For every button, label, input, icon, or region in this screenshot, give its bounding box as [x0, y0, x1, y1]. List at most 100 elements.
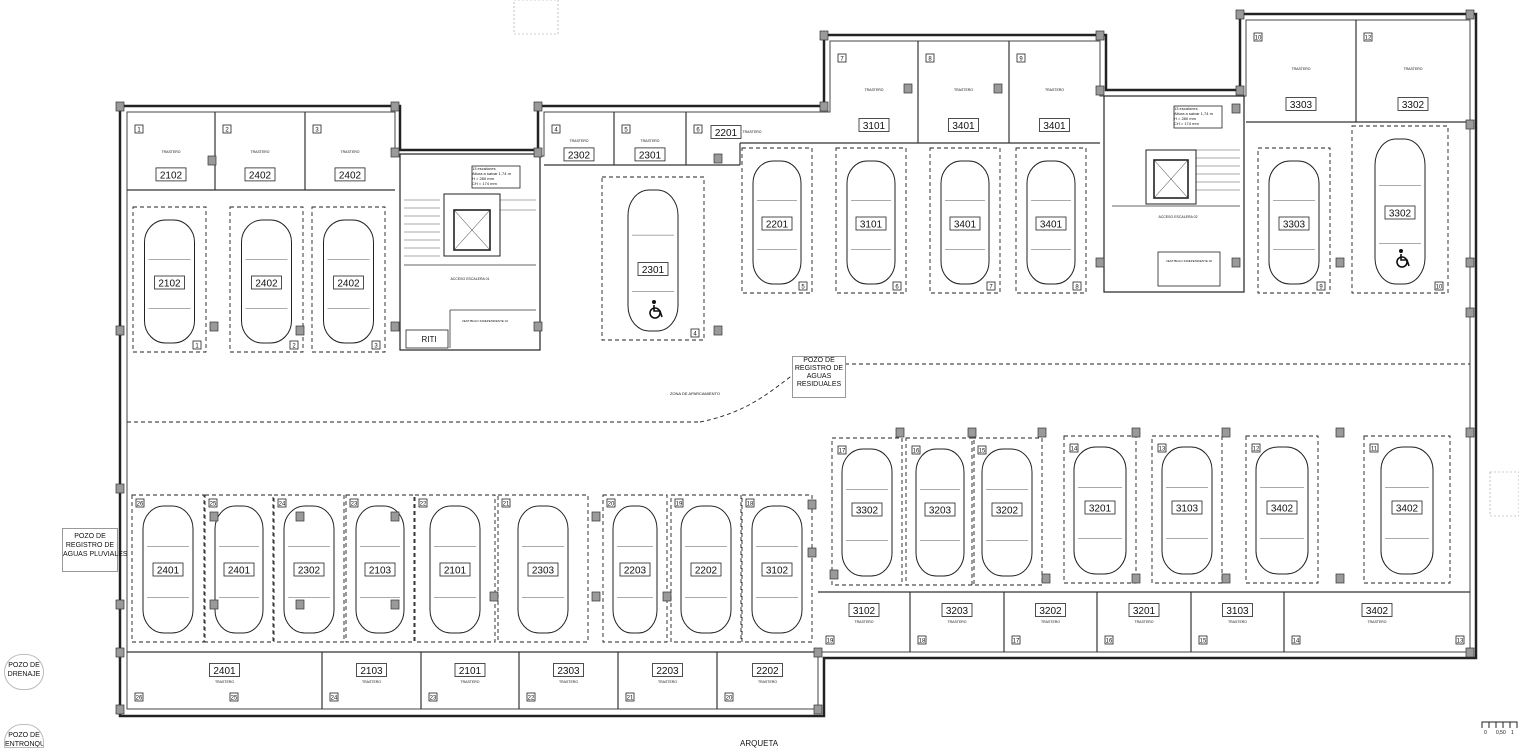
column-59 [813, 704, 823, 715]
column-18 [1095, 257, 1105, 268]
space-bottom-19-bay [670, 494, 742, 643]
column-28 [1465, 119, 1475, 130]
space-top-3-bay [311, 206, 386, 353]
space-bottom-24-code: 2302 [298, 566, 321, 577]
storage-bottom-17-code: 3202 [1039, 606, 1062, 617]
pozo-entronque-label: POZO DE ENTRONQUE [4, 724, 44, 748]
storage-top-12-num-box [1363, 32, 1373, 42]
storage-bottom-14-code: 3402 [1366, 606, 1389, 617]
space-bottom-19-num: 19 [676, 502, 683, 508]
column-17 [1231, 103, 1241, 114]
storage-bottom-26-box [209, 663, 240, 677]
column-25 [713, 325, 723, 336]
storage-bottom-16-num: 16 [1106, 639, 1113, 645]
column-14 [713, 153, 723, 164]
storage-bottom-14-tag: TRASTERO [1367, 620, 1386, 624]
storage-bottom-14-num: 14 [1293, 639, 1300, 645]
storage-bottom-23-code: 2101 [459, 666, 482, 677]
space-bottom-25-box [223, 562, 255, 577]
storage-bottom-21-tag: TRASTERO [658, 680, 677, 684]
column-4 [819, 101, 829, 112]
column-47 [1221, 427, 1231, 438]
arqueta-label: ARQUETA [740, 739, 779, 748]
column-36 [390, 599, 400, 610]
space-bottom-12-num: 12 [1253, 447, 1260, 453]
space-top-3-num: 3 [374, 344, 378, 350]
space-top-9-box [1278, 216, 1310, 231]
space-top-3-code: 2402 [337, 279, 360, 290]
storage-bottom-21-num-box [625, 692, 635, 702]
storage-bottom-18-tag: TRASTERO [947, 620, 966, 624]
space-top-1-num: 1 [195, 344, 199, 350]
space-bottom-18-box [761, 562, 793, 577]
column-43 [895, 427, 905, 438]
space-top-2-num: 2 [292, 344, 296, 350]
storage-top-4-box [563, 147, 595, 162]
space-top-8-bay [1015, 147, 1087, 294]
space-top-10-code: 3302 [1389, 209, 1412, 220]
storage-bottom-14-num-box [1291, 635, 1301, 645]
space-top-4-bay [601, 176, 705, 341]
space-bottom-24-num: 24 [279, 502, 286, 508]
space-bottom-26-box [152, 562, 184, 577]
space-bottom-22-bay [414, 494, 496, 643]
column-24 [533, 321, 543, 332]
stair-right-vestibule-label: VESTIBULO INDEPENDIENTE 02 [1166, 259, 1213, 263]
storage-top-12-num: 12 [1365, 36, 1372, 42]
storage-top-1-box [155, 167, 187, 182]
space-bottom-22-code: 2101 [444, 566, 467, 577]
storage-bottom-15-box [1222, 603, 1253, 617]
parking-zone-label: ZONA DE APARCAMIENTO [670, 391, 720, 396]
storage-top-6-tag: TRASTERO [742, 130, 761, 134]
space-bottom-15-num: 15 [979, 449, 986, 455]
storage-top-3-tag: TRASTERO [340, 150, 359, 154]
column-60 [1465, 647, 1475, 658]
storage-bottom-26-second-num-box [229, 692, 239, 702]
storage-bottom-24-num: 24 [331, 696, 338, 702]
storage-top-10-box [1285, 97, 1317, 111]
space-bottom-20-bay [602, 494, 668, 643]
storage-top-5-num: 5 [624, 128, 628, 134]
storage-bottom-15-tag: TRASTERO [1228, 620, 1247, 624]
space-bottom-16-num-box [911, 445, 921, 455]
column-13 [533, 147, 543, 158]
space-top-8-num-box [1072, 281, 1082, 291]
space-top-5-box [761, 216, 793, 231]
column-51 [829, 569, 839, 580]
stair-core-right [1103, 95, 1245, 293]
storage-top-2-num: 2 [225, 128, 229, 134]
storage-bottom-20-box [752, 663, 783, 677]
storage-top-4-num: 4 [554, 128, 558, 134]
space-top-1-box [154, 275, 185, 290]
space-bottom-22-box [439, 562, 471, 577]
storage-bottom-17-tag: TRASTERO [1041, 620, 1060, 624]
column-20 [115, 325, 125, 336]
storage-top-3-num: 3 [315, 128, 319, 134]
storage-top-9-tag: TRASTERO [1045, 88, 1064, 92]
column-26 [1335, 257, 1345, 268]
space-bottom-20-num-box [606, 498, 616, 508]
scale-zero-label: 0 [1484, 730, 1487, 736]
column-34 [295, 599, 305, 610]
column-15 [903, 83, 913, 94]
space-bottom-11-num-box [1369, 443, 1379, 453]
storage-bottom-20-num: 20 [726, 696, 733, 702]
space-bottom-11-bay [1363, 435, 1451, 584]
space-top-10-box [1384, 205, 1416, 220]
space-bottom-21-num-box [501, 498, 511, 508]
storage-top-2-tag: TRASTERO [250, 150, 269, 154]
space-bottom-15-num-box [977, 445, 987, 455]
space-bottom-18-bay [741, 494, 813, 643]
storage-bottom-17-num-box [1011, 635, 1021, 645]
column-42 [807, 547, 817, 558]
space-top-2-num-box [289, 340, 299, 350]
